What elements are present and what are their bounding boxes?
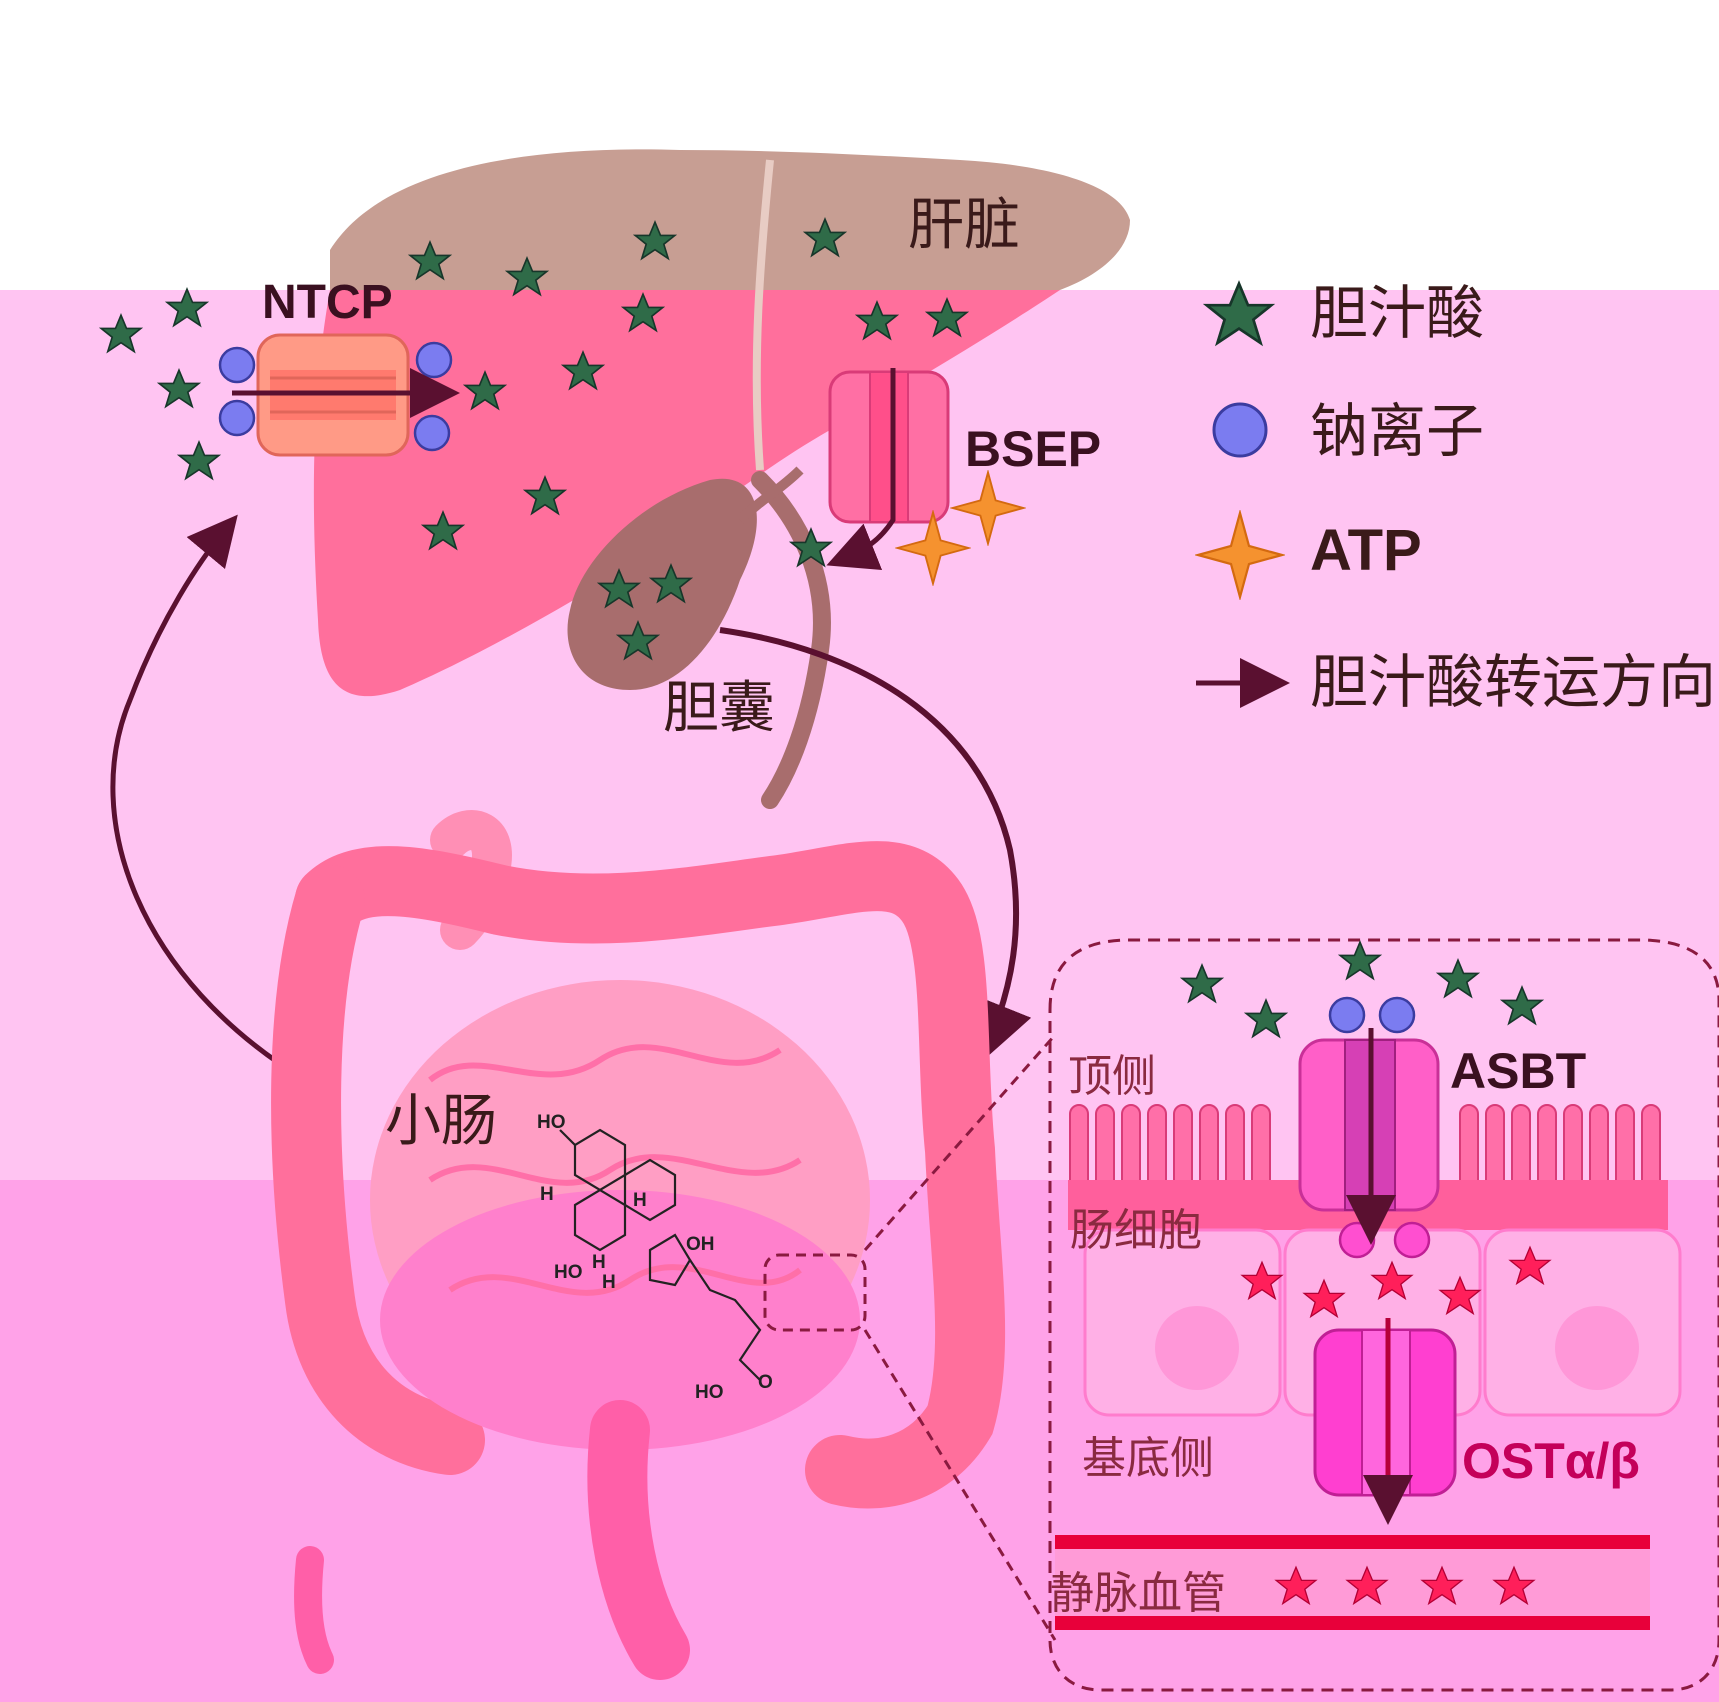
ntcp-label: NTCP <box>262 276 393 329</box>
molecule-ho-acid: HO <box>695 1382 724 1403</box>
molecule-o-acid: O <box>758 1372 773 1393</box>
legend <box>1196 282 1290 708</box>
legend-label-sodium: 钠离子 <box>1310 397 1484 465</box>
ost-label: OSTα/β <box>1462 1433 1640 1489</box>
molecule-h-left: H <box>540 1184 554 1205</box>
vein-label: 静脉血管 <box>1050 1568 1226 1619</box>
liver-upper <box>330 149 1130 290</box>
legend-label-bile-acid: 胆汁酸 <box>1310 279 1484 347</box>
large-intestine <box>295 841 1006 1509</box>
liver-label: 肝脏 <box>908 193 1020 258</box>
molecule-ho-bottom: HO <box>554 1262 583 1283</box>
molecule-h-bottom2: H <box>602 1272 616 1293</box>
asbt-label: ASBT <box>1450 1043 1586 1099</box>
zoom-region <box>763 1253 867 1332</box>
enterocyte-label: 肠细胞 <box>1070 1205 1202 1256</box>
bile-flow-arrow <box>719 627 1032 1063</box>
legend-circle-icon <box>1212 402 1268 458</box>
basolateral-label: 基底侧 <box>1082 1433 1214 1484</box>
bsep-transporter <box>826 368 950 571</box>
molecule-ho-top: HO <box>537 1112 566 1133</box>
apical-label: 顶侧 <box>1068 1051 1156 1102</box>
bile-acid-molecule <box>559 1128 762 1381</box>
legend-label-atp: ATP <box>1310 518 1422 583</box>
return-arrow <box>110 514 307 1083</box>
bsep-label: BSEP <box>965 421 1101 477</box>
molecule-h-right: H <box>633 1190 647 1211</box>
molecule-h-bottom1: H <box>592 1252 606 1273</box>
small-intestine-label: 小肠 <box>385 1089 497 1154</box>
ntcp-transporter <box>218 333 460 457</box>
legend-label-transport-direction: 胆汁酸转运方向 <box>1310 648 1716 716</box>
gallbladder-label: 胆囊 <box>663 676 775 741</box>
molecule-oh: OH <box>686 1234 715 1255</box>
